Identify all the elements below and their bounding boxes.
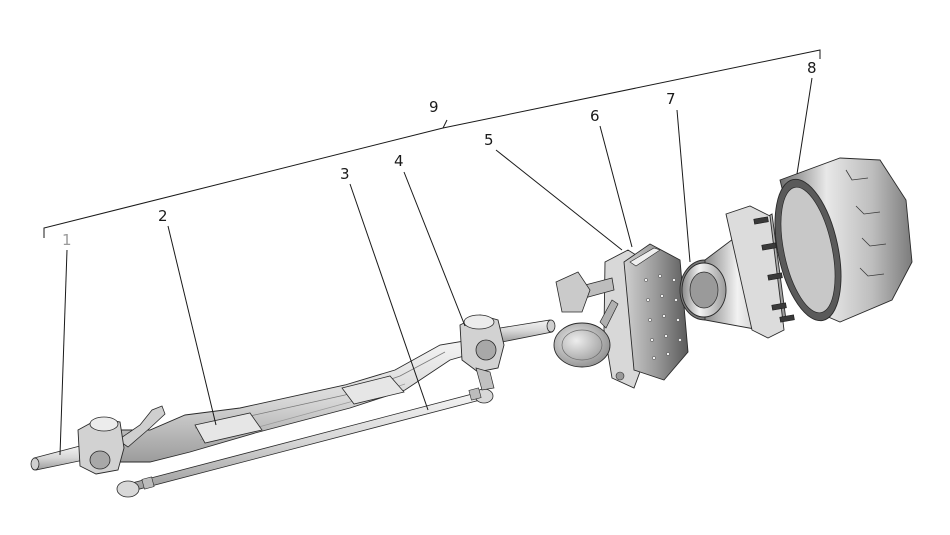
callout-7: 7 [666, 90, 676, 108]
leader-3 [349, 183, 429, 411]
callout-2: 2 [158, 207, 168, 225]
callout-3: 3 [340, 165, 350, 183]
callout-4: 4 [394, 152, 404, 170]
wheel-hub [679, 205, 795, 339]
brake-assembly [553, 243, 689, 389]
axle-beam [94, 339, 479, 463]
leader-6 [599, 125, 633, 248]
leader-5 [495, 149, 623, 251]
brake-drum [774, 157, 913, 323]
callout-5: 5 [484, 131, 494, 149]
assembly-bracket [43, 49, 821, 238]
leader-7 [676, 109, 691, 263]
callout-8: 8 [807, 59, 817, 77]
leader-1 [59, 249, 68, 456]
right-knuckle [459, 314, 556, 391]
callout-6: 6 [590, 107, 600, 125]
leader-4 [403, 171, 466, 327]
tie-rod [116, 387, 494, 498]
leader-2 [167, 225, 217, 426]
leader-8 [796, 77, 813, 175]
callout-1: 1 [62, 231, 72, 249]
leader-lines [59, 77, 813, 456]
left-knuckle [30, 416, 125, 475]
callout-9: 9 [429, 98, 439, 116]
